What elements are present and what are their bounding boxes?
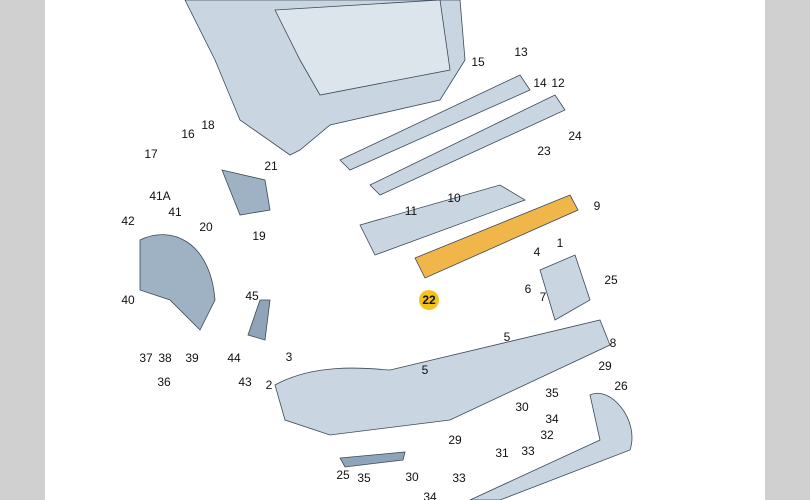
part-label-41A: 41A [149, 189, 171, 203]
part-label-2: 2 [265, 378, 273, 392]
mudflap [247, 299, 271, 341]
part-label-17: 17 [144, 147, 158, 161]
part-label-25a: 25 [604, 273, 618, 287]
part-label-14: 14 [533, 76, 547, 90]
part-label-35a: 35 [545, 386, 559, 400]
wheel-housing-liner [139, 234, 216, 331]
bumper-cover [274, 319, 611, 436]
part-label-32: 32 [540, 428, 554, 442]
part-label-11: 11 [404, 204, 418, 218]
crash-absorber-22 [414, 194, 579, 279]
part-label-19: 19 [252, 229, 266, 243]
part-label-22[interactable]: 22 [419, 290, 439, 310]
trunk-opening [274, 0, 451, 96]
part-label-44: 44 [227, 351, 241, 365]
bumper-bracket [359, 184, 526, 256]
part-label-30b: 30 [405, 470, 419, 484]
trim-strip [369, 94, 566, 196]
part-label-38: 38 [158, 351, 172, 365]
part-label-40: 40 [121, 293, 135, 307]
part-label-34a: 34 [545, 412, 559, 426]
part-label-5a: 5 [503, 330, 511, 344]
part-label-3: 3 [285, 350, 293, 364]
part-label-10: 10 [447, 191, 461, 205]
part-label-1: 1 [556, 236, 564, 250]
part-label-9: 9 [593, 199, 601, 213]
part-label-6: 6 [524, 282, 532, 296]
part-label-42: 42 [121, 214, 135, 228]
part-label-33a: 33 [521, 444, 535, 458]
part-label-41: 41 [168, 205, 182, 219]
part-label-7: 7 [539, 290, 547, 304]
part-label-8: 8 [609, 336, 617, 350]
part-label-18: 18 [201, 118, 215, 132]
part-label-4: 4 [533, 245, 541, 259]
part-label-12: 12 [551, 76, 565, 90]
part-label-39: 39 [185, 351, 199, 365]
part-label-13: 13 [514, 45, 528, 59]
part-label-5b: 5 [421, 363, 429, 377]
part-label-23: 23 [537, 144, 551, 158]
part-label-29a: 29 [598, 359, 612, 373]
part-label-37: 37 [139, 351, 153, 365]
part-label-30a: 30 [515, 400, 529, 414]
side-bracket-1 [539, 254, 591, 321]
part-label-31: 31 [495, 446, 509, 460]
part-label-36: 36 [157, 375, 171, 389]
diagram-artwork [139, 0, 633, 500]
part-label-35b: 35 [357, 471, 371, 485]
part-label-43: 43 [238, 375, 252, 389]
part-label-25b: 25 [336, 468, 350, 482]
impact-absorber-upper [339, 74, 531, 171]
part-label-26: 26 [614, 379, 628, 393]
part-label-16: 16 [181, 127, 195, 141]
trim-strip-25 [339, 451, 406, 468]
part-label-24: 24 [568, 129, 582, 143]
part-label-29b: 29 [448, 433, 462, 447]
part-label-45: 45 [245, 289, 259, 303]
part-label-15: 15 [471, 55, 485, 69]
part-label-34b: 34 [423, 490, 437, 500]
bumper-cover-lower-26 [469, 392, 633, 500]
cover-19 [221, 169, 271, 216]
part-label-20: 20 [199, 220, 213, 234]
part-label-33b: 33 [452, 471, 466, 485]
part-label-21: 21 [264, 159, 278, 173]
